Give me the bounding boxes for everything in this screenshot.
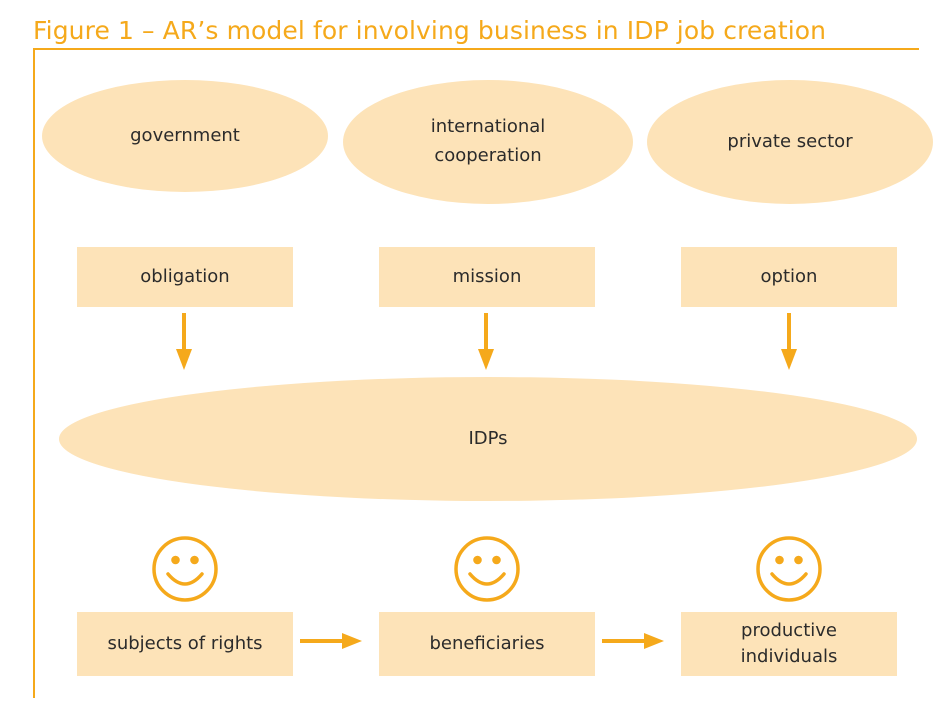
idps-ellipse: IDPs	[59, 377, 917, 501]
role-option: option	[681, 247, 897, 307]
actor-international-cooperation: international cooperation	[343, 80, 633, 204]
outcome-beneficiaries-label: beneficiaries	[429, 632, 545, 654]
frame-left-border	[33, 48, 35, 698]
role-option-label: option	[760, 265, 818, 287]
actor-government-label: government	[130, 124, 240, 146]
figure-title: Figure 1 – AR’s model for involving busi…	[33, 16, 827, 45]
outcome-subjects-of-rights: subjects of rights	[77, 612, 293, 676]
outcome-subjects-of-rights-label: subjects of rights	[107, 632, 263, 654]
outcome-productive-individuals-label: productive individuals	[740, 619, 838, 667]
role-obligation: obligation	[77, 247, 293, 307]
smiley-face-icon	[152, 536, 218, 602]
smiley-face-icon	[454, 536, 520, 602]
actor-private-sector-label: private sector	[727, 130, 853, 152]
idps-label: IDPs	[468, 427, 508, 449]
role-obligation-label: obligation	[140, 265, 230, 287]
arrow-down-icon	[176, 313, 192, 370]
role-mission-label: mission	[452, 265, 522, 287]
actor-private-sector: private sector	[647, 80, 933, 204]
role-mission: mission	[379, 247, 595, 307]
arrow-right-icon	[602, 633, 664, 649]
arrow-down-icon	[478, 313, 494, 370]
title-underline	[33, 48, 919, 50]
arrow-down-icon	[781, 313, 797, 370]
actor-international-cooperation-label: international cooperation	[430, 116, 546, 166]
smiley-face-icon	[756, 536, 822, 602]
outcome-beneficiaries: beneficiaries	[379, 612, 595, 676]
actor-government: government	[42, 80, 328, 192]
arrow-right-icon	[300, 633, 362, 649]
outcome-productive-individuals: productive individuals	[681, 612, 897, 676]
